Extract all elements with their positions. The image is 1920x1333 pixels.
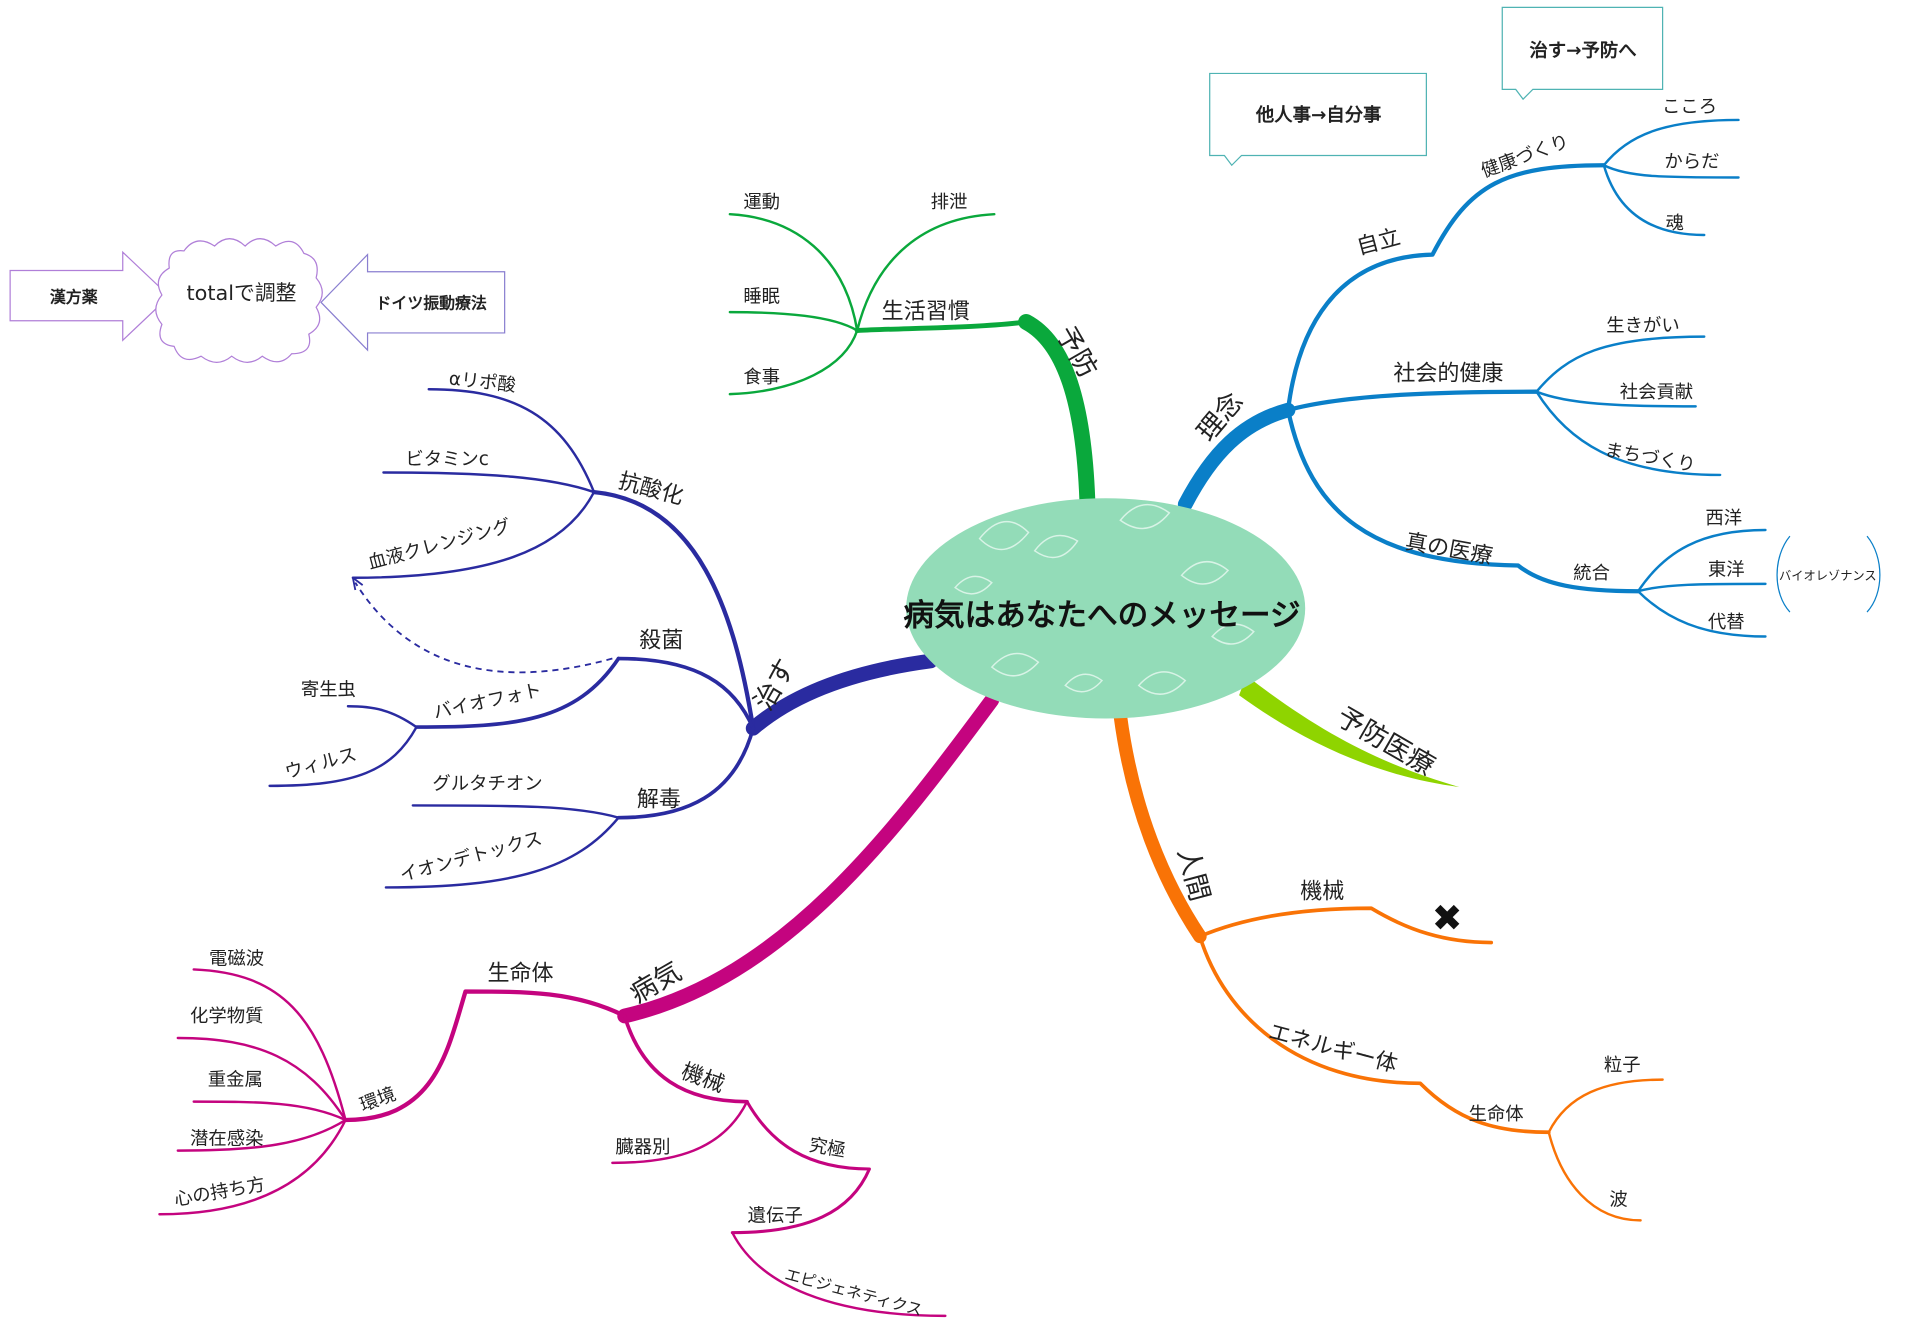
node-sleep[interactable]: 睡眠	[743, 286, 780, 307]
node-ion-detox[interactable]: イオンデトックス	[398, 828, 545, 886]
left-arrow-shape[interactable]	[9, 250, 171, 342]
dashed-relation-arrow	[354, 582, 613, 674]
node-disease-organism[interactable]: 生命体	[488, 961, 554, 986]
node-sterilize[interactable]: 殺菌	[639, 629, 683, 654]
callout-a[interactable]: 他人事→自分事	[1209, 72, 1427, 167]
node-blood-cleansing[interactable]: 血液クレンジング	[366, 516, 513, 574]
node-ultimate[interactable]: 究極	[807, 1135, 847, 1162]
node-independence[interactable]: 自立	[1354, 225, 1403, 261]
left-arrow-label: 漢方薬	[50, 287, 98, 306]
node-mind[interactable]: こころ	[1662, 97, 1717, 118]
branch-disease	[158, 692, 1000, 1318]
node-gene[interactable]: 遺伝子	[748, 1206, 803, 1227]
node-vitamin-c[interactable]: ビタミンc	[405, 449, 489, 470]
node-glutathione[interactable]: グルタチオン	[432, 774, 542, 795]
node-latent-infection[interactable]: 潜在感染	[190, 1128, 263, 1149]
node-social-health[interactable]: 社会的健康	[1393, 362, 1503, 387]
node-detox[interactable]: 解毒	[637, 788, 681, 813]
node-soul[interactable]: 魂	[1666, 213, 1684, 234]
node-heavy-metals[interactable]: 重金属	[208, 1070, 263, 1091]
callout-b-text: 治す→予防へ	[1529, 39, 1636, 61]
node-exercise[interactable]: 運動	[743, 192, 780, 213]
node-excretion[interactable]: 排泄	[931, 192, 968, 213]
branch-cure	[268, 388, 938, 889]
right-arrow-label: ドイツ振動療法	[376, 293, 487, 312]
node-alternative[interactable]: 代替	[1708, 612, 1745, 633]
node-purpose[interactable]: 生きがい	[1606, 316, 1679, 337]
node-electromagnetic[interactable]: 電磁波	[209, 949, 264, 970]
callout-a-text: 他人事→自分事	[1255, 104, 1382, 126]
right-arrow-shape[interactable]	[320, 253, 506, 352]
node-wave[interactable]: 波	[1609, 1190, 1627, 1211]
central-topic-title: 病気はあなたへのメッセージ	[903, 598, 1300, 633]
node-contribution[interactable]: 社会貢献	[1620, 382, 1693, 403]
node-human-organism[interactable]: 生命体	[1469, 1104, 1524, 1125]
node-parasite[interactable]: 寄生虫	[301, 679, 356, 700]
cross-mark-icon: ✖	[1432, 896, 1463, 939]
branch-human	[1113, 709, 1664, 1222]
node-integration[interactable]: 統合	[1573, 563, 1610, 584]
central-topic[interactable]: 病気はあなたへのメッセージ	[903, 498, 1306, 719]
branch-prevention	[728, 212, 1096, 508]
node-antioxidant[interactable]: 抗酸化	[616, 469, 686, 510]
callout-b[interactable]: 治す→予防へ	[1501, 6, 1664, 101]
bracket-label: バイオレゾナンス	[1779, 569, 1877, 583]
node-body[interactable]: からだ	[1664, 152, 1719, 173]
left-group: 漢方薬 totalで調整 ドイツ振動療法	[9, 238, 506, 363]
node-habits[interactable]: 生活習慣	[882, 299, 970, 324]
node-true-medicine[interactable]: 真の医療	[1403, 530, 1494, 570]
node-virus[interactable]: ウィルス	[283, 744, 359, 783]
node-alpha-lipoic[interactable]: αリポ酸	[448, 368, 517, 396]
node-organ[interactable]: 臓器別	[615, 1137, 670, 1158]
cloud-label: totalで調整	[187, 281, 297, 305]
node-particle[interactable]: 粒子	[1604, 1055, 1641, 1076]
node-human-machine[interactable]: 機械	[1300, 879, 1344, 904]
bracket-bioresonance[interactable]: バイオレゾナンス	[1776, 535, 1881, 613]
node-biophoto[interactable]: バイオフォト	[432, 680, 544, 723]
node-mindset[interactable]: 心の持ち方	[173, 1174, 267, 1211]
node-community[interactable]: まちづくり	[1603, 440, 1697, 477]
node-eastern[interactable]: 東洋	[1708, 559, 1745, 580]
node-western[interactable]: 西洋	[1705, 508, 1742, 529]
node-meal[interactable]: 食事	[743, 367, 780, 388]
leaf-pattern-icon	[954, 503, 1255, 695]
branch-philosophy	[1177, 118, 1767, 638]
node-chemicals[interactable]: 化学物質	[190, 1006, 263, 1027]
cloud-shape[interactable]	[155, 238, 323, 363]
